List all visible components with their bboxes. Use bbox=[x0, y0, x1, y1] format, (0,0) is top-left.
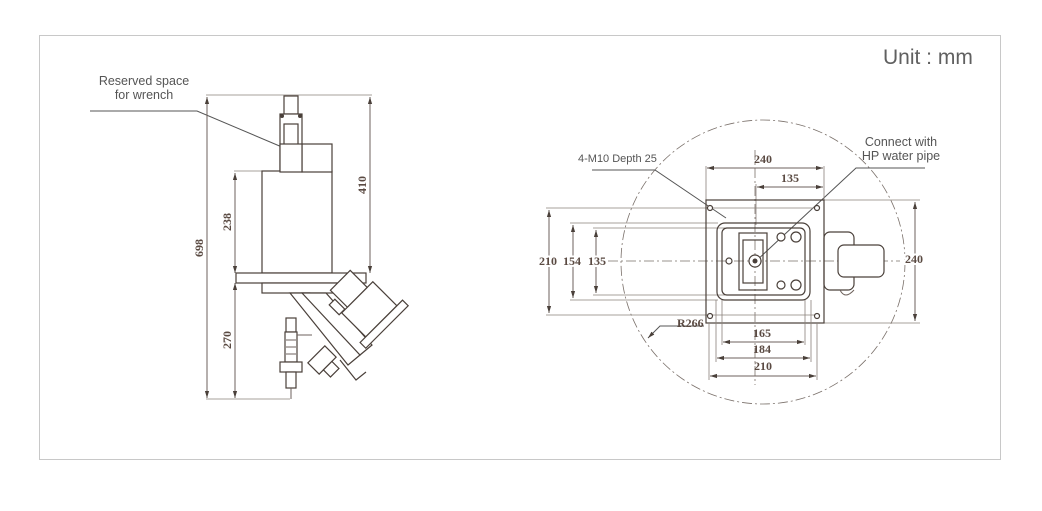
mount-holes-leader bbox=[592, 169, 727, 219]
unit-label: Unit : mm bbox=[883, 46, 973, 69]
wrench-label-line2: for wrench bbox=[115, 88, 173, 102]
dim-270: 270 bbox=[220, 331, 234, 349]
top-view: 4-M10 Depth 25 Connect with HP water pip… bbox=[537, 119, 940, 405]
dim-top-135: 135 bbox=[781, 171, 799, 185]
dim-left-210: 210 bbox=[539, 254, 557, 268]
dim-698: 698 bbox=[192, 239, 206, 257]
dim-bottom-165: 165 bbox=[753, 326, 771, 340]
wrench-label-line1: Reserved space bbox=[99, 74, 189, 88]
mount-holes-label: 4-M10 Depth 25 bbox=[578, 153, 657, 165]
dim-left-154: 154 bbox=[563, 254, 581, 268]
dim-top-240: 240 bbox=[754, 152, 772, 166]
water-pipe-leader bbox=[754, 167, 925, 263]
drawing-frame bbox=[39, 35, 1001, 460]
water-pipe-label-line1: Connect with bbox=[865, 135, 937, 149]
side-view: Reserved space for wrench 698 410 238 27… bbox=[90, 74, 410, 400]
dim-left-135: 135 bbox=[588, 254, 606, 268]
water-pipe-label-line2: HP water pipe bbox=[862, 149, 940, 163]
mount-plate bbox=[705, 199, 825, 324]
dim-238: 238 bbox=[220, 213, 234, 231]
dim-r266: R266 bbox=[677, 316, 704, 330]
dim-410: 410 bbox=[355, 176, 369, 194]
wrench-leader-line bbox=[90, 110, 290, 151]
dim-bottom-210: 210 bbox=[754, 359, 772, 373]
dim-right-240: 240 bbox=[905, 252, 923, 266]
dim-bottom-184: 184 bbox=[753, 342, 771, 356]
r266-circle bbox=[620, 119, 906, 405]
